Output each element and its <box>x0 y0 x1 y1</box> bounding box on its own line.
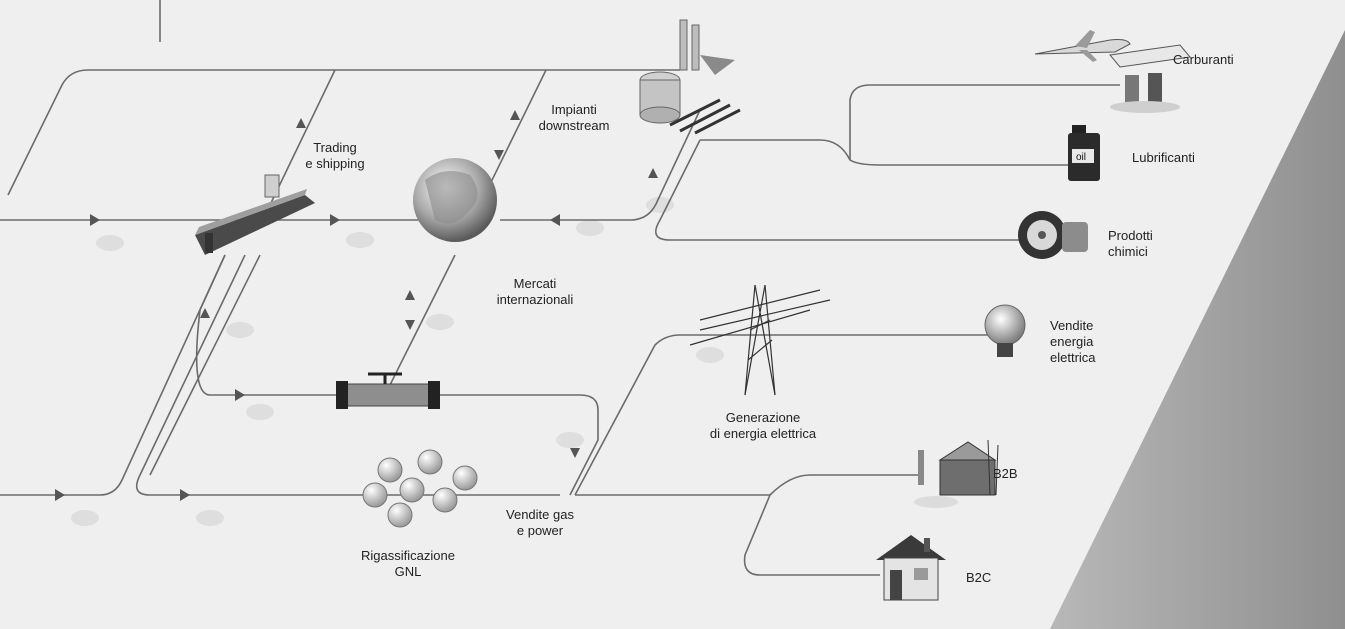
label-mercati: Mercati internazionali <box>497 276 574 308</box>
power-pylon-icon <box>689 284 831 396</box>
label-mercati-line2: internazionali <box>496 292 574 307</box>
light-bulb-icon <box>984 304 1026 357</box>
label-generazione: Generazione di energia elettrica <box>710 410 816 442</box>
label-prodotti-line1: Prodotti <box>1108 228 1153 243</box>
label-trading: Trading e shipping <box>305 140 364 172</box>
lng-tanks-icon <box>362 449 478 528</box>
tire-icon <box>1018 211 1088 259</box>
label-b2b: B2B <box>993 466 1018 481</box>
tanker-ship-icon <box>195 174 315 255</box>
factory-icon <box>914 439 999 508</box>
label-vendite-ee-line3: elettrica <box>1050 350 1096 365</box>
flow-lines <box>0 0 1120 576</box>
label-prodotti-line2: chimici <box>1108 244 1148 259</box>
label-vendite-ee-line1: Vendite <box>1050 318 1094 333</box>
label-vendite-gas-line1: Vendite gas <box>506 507 574 522</box>
label-impianti: Impianti downstream <box>539 102 610 134</box>
label-vendite-gas: Vendite gas e power <box>506 507 574 539</box>
label-generazione-line1: Generazione <box>725 410 801 425</box>
airplane-icon <box>1034 30 1131 62</box>
oil-can-label: oil <box>1076 152 1086 163</box>
label-generazione-line2: di energia elettrica <box>709 426 817 441</box>
label-b2c: B2C <box>966 570 992 585</box>
globe-icon <box>413 158 497 242</box>
label-impianti-line1: Impianti <box>551 102 597 117</box>
label-prodotti: Prodotti chimici <box>1108 228 1153 260</box>
right-panel <box>1050 30 1345 629</box>
pipeline-valve-icon <box>336 372 440 409</box>
label-carburanti: Carburanti <box>1173 52 1234 67</box>
label-trading-line2: e shipping <box>305 156 365 171</box>
label-lubrificanti: Lubrificanti <box>1132 150 1195 165</box>
refinery-icon <box>639 19 741 135</box>
house-icon <box>876 535 946 601</box>
label-rigassificazione: Rigassificazione GNL <box>361 548 455 580</box>
label-rigass-line2: GNL <box>394 564 422 579</box>
flow-arrows <box>55 110 658 501</box>
fuel-station-icon <box>1109 44 1191 113</box>
label-trading-line1: Trading <box>313 140 357 155</box>
label-vendite-gas-line2: e power <box>516 523 564 538</box>
label-mercati-line1: Mercati <box>513 276 557 291</box>
label-rigass-line1: Rigassificazione <box>361 548 455 563</box>
oil-can-icon: oil <box>1068 125 1100 181</box>
label-vendite-ee-line2: energia <box>1050 334 1094 349</box>
label-impianti-line2: downstream <box>538 118 610 133</box>
label-vendite-ee: Vendite energia elettrica <box>1050 318 1096 366</box>
